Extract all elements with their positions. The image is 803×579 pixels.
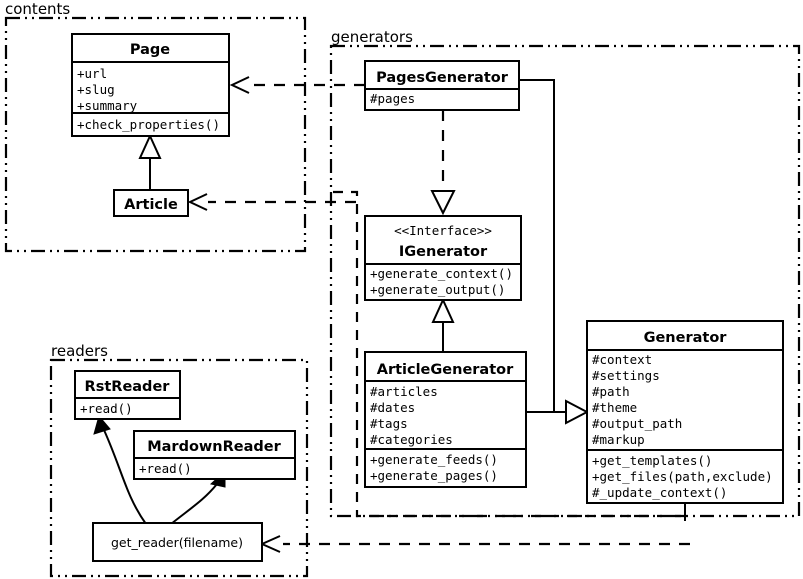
class-generator-method-1: +get_files(path,exclude) <box>592 469 773 484</box>
class-rstreader-box[interactable] <box>74 370 181 420</box>
edge-igenerator-to-article <box>187 193 356 211</box>
class-page-box[interactable] <box>71 33 230 137</box>
class-generator-attr-1: #settings <box>592 368 660 383</box>
edge-getreader-mardownreader-curve <box>170 483 218 525</box>
class-igenerator-name: IGenerator <box>399 244 488 260</box>
class-articlegenerator-attr-1: #dates <box>370 400 415 415</box>
class-mardownreader-box[interactable] <box>133 430 296 480</box>
package-contents-label: contents <box>5 0 70 18</box>
class-generator-attr-3: #theme <box>592 400 637 415</box>
class-rstreader[interactable]: RstReader +read() <box>74 370 181 420</box>
dependency-arrowhead-page <box>229 76 250 94</box>
realization-arrowhead-igenerator <box>430 190 456 216</box>
dependency-arrowhead-article <box>187 193 208 211</box>
arrowhead-rstreader <box>93 414 111 435</box>
package-readers: readers <box>49 342 309 578</box>
class-page-name: Page <box>130 42 170 58</box>
class-igenerator-method-0: +generate_context() <box>370 266 513 281</box>
package-contents-border <box>4 16 307 253</box>
class-rstreader-method-0: +read() <box>80 401 133 416</box>
class-get-reader-box[interactable] <box>92 522 263 562</box>
class-articlegenerator-attr-0: #articles <box>370 384 438 399</box>
class-mardownreader[interactable]: MardownReader +read() <box>133 430 296 480</box>
class-page[interactable]: Page +url +slug +summary +check_properti… <box>71 33 230 137</box>
edge-pagesgenerator-to-igenerator <box>430 110 456 216</box>
edge-article-to-page <box>138 133 162 190</box>
class-pagesgenerator-attr-0: #pages <box>370 91 415 106</box>
edge-articlegenerator-to-generator <box>526 399 590 425</box>
class-pagesgenerator-name: PagesGenerator <box>376 70 509 86</box>
class-article[interactable]: Article <box>113 189 189 217</box>
class-pagesgenerator-box[interactable] <box>364 60 520 111</box>
class-get-reader-name: get_reader(filename) <box>111 535 243 550</box>
class-articlegenerator-attr-3: #categories <box>370 432 453 447</box>
package-generators: generators <box>329 28 801 518</box>
class-mardownreader-name: MardownReader <box>147 439 281 455</box>
class-article-name: Article <box>124 197 178 213</box>
package-readers-label: readers <box>51 342 108 360</box>
package-readers-border <box>49 358 309 578</box>
class-articlegenerator-method-1: +generate_pages() <box>370 468 498 483</box>
class-igenerator-method-1: +generate_output() <box>370 282 505 297</box>
class-generator-attr-5: #markup <box>592 432 645 447</box>
class-generator-method-2: #_update_context() <box>592 485 727 500</box>
class-page-attr-0: +url <box>77 66 107 81</box>
generalization-arrowhead-generator <box>565 399 590 425</box>
class-articlegenerator-attr-2: #tags <box>370 416 408 431</box>
dependency-arrowhead-getreader <box>259 535 281 553</box>
class-generator-attr-4: #output_path <box>592 416 682 431</box>
generalization-arrowhead-igenerator-2 <box>431 297 455 323</box>
class-page-method-0: +check_properties() <box>77 117 220 132</box>
class-get-reader[interactable]: get_reader(filename) <box>92 522 263 562</box>
class-mardownreader-method-0: +read() <box>139 461 192 476</box>
class-articlegenerator-name: ArticleGenerator <box>377 362 514 378</box>
class-articlegenerator-method-0: +generate_feeds() <box>370 452 498 467</box>
generalization-arrowhead-page <box>138 133 162 159</box>
class-igenerator[interactable]: <<Interface>> IGenerator +generate_conte… <box>364 215 522 301</box>
class-generator[interactable]: Generator #context #settings #path #them… <box>586 320 784 504</box>
class-page-attr-1: +slug <box>77 82 115 97</box>
class-generator-attr-2: #path <box>592 384 630 399</box>
package-generators-label: generators <box>331 28 413 46</box>
class-articlegenerator-box[interactable] <box>364 351 527 488</box>
class-igenerator-box[interactable] <box>364 215 522 301</box>
edge-getreader-to-rstreader <box>93 414 147 525</box>
package-contents: contents <box>4 0 307 253</box>
class-articlegenerator[interactable]: ArticleGenerator #articles #dates #tags … <box>364 351 527 488</box>
class-article-box[interactable] <box>113 189 189 217</box>
class-generator-method-0: +get_templates() <box>592 453 712 468</box>
class-igenerator-stereotype: <<Interface>> <box>394 223 492 238</box>
class-page-attr-2: +summary <box>77 98 138 113</box>
class-generator-attr-0: #context <box>592 352 652 367</box>
class-generator-box[interactable] <box>586 320 784 504</box>
class-rstreader-name: RstReader <box>85 379 171 395</box>
edge-getreader-rstreader-curve <box>103 429 147 525</box>
edge-generator-to-getreader <box>259 503 690 553</box>
generators-inner-group-border <box>333 190 690 518</box>
package-generators-border <box>329 44 801 518</box>
class-pagesgenerator[interactable]: PagesGenerator #pages <box>364 60 520 111</box>
class-generator-name: Generator <box>644 330 728 346</box>
edge-articlegenerator-to-igenerator <box>431 297 455 352</box>
edge-pagesgenerator-to-page <box>229 76 365 94</box>
